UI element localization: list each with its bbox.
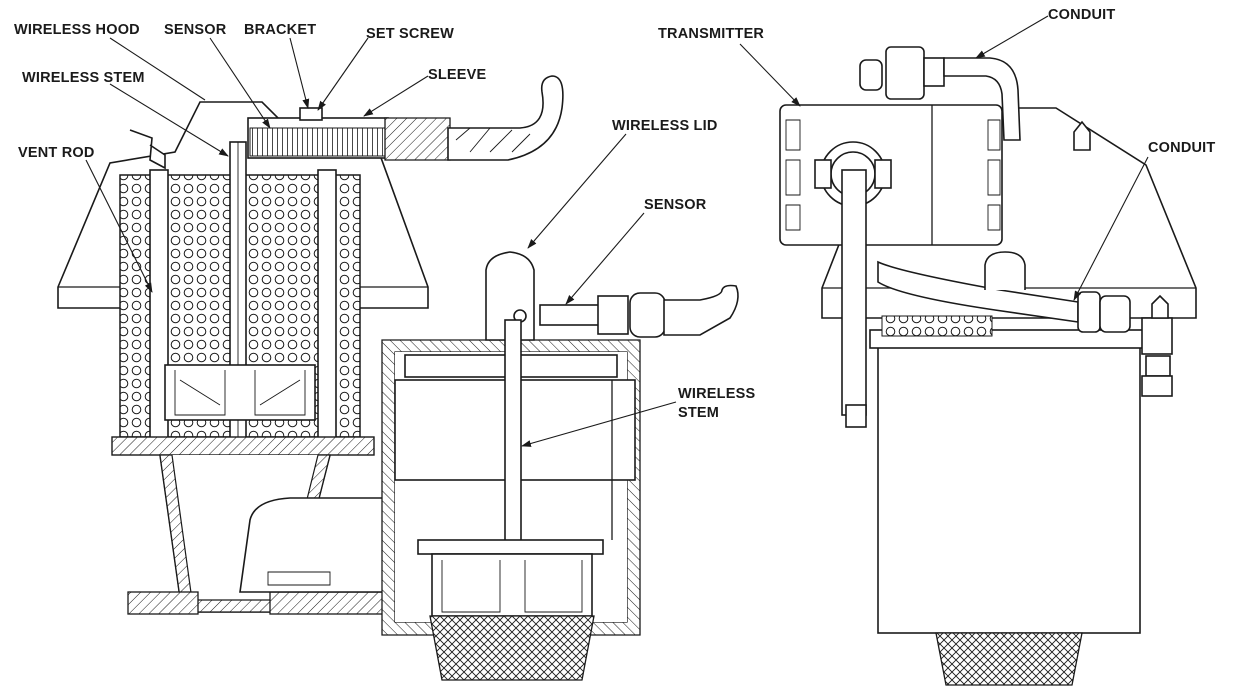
label-set-screw: SET SCREW (366, 26, 454, 42)
label-wireless-hood: WIRELESS HOOD (14, 22, 140, 38)
label-conduit-top: CONDUIT (1048, 7, 1115, 23)
label-transmitter: TRANSMITTER (658, 26, 764, 42)
label-wireless-stem-mid-line2: STEM (678, 405, 719, 421)
label-sleeve: SLEEVE (428, 67, 487, 83)
label-conduit-right: CONDUIT (1148, 140, 1215, 156)
label-bracket: BRACKET (244, 22, 316, 38)
left-section-view (57, 75, 564, 615)
label-wireless-stem-left: WIRELESS STEM (22, 70, 145, 86)
callout-labels: WIRELESS HOOD SENSOR BRACKET SET SCREW S… (14, 7, 1215, 421)
middle-section-view (381, 251, 739, 681)
label-sensor-mid: SENSOR (644, 197, 707, 213)
right-exterior-view (779, 46, 1197, 686)
label-vent-rod: VENT ROD (18, 145, 95, 161)
trap-housing (877, 344, 1141, 634)
label-wireless-stem-mid-line1: WIRELESS (678, 386, 755, 402)
leader-lines (85, 15, 1149, 447)
label-wireless-lid: WIRELESS LID (612, 118, 718, 134)
label-sensor-left: SENSOR (164, 22, 227, 38)
